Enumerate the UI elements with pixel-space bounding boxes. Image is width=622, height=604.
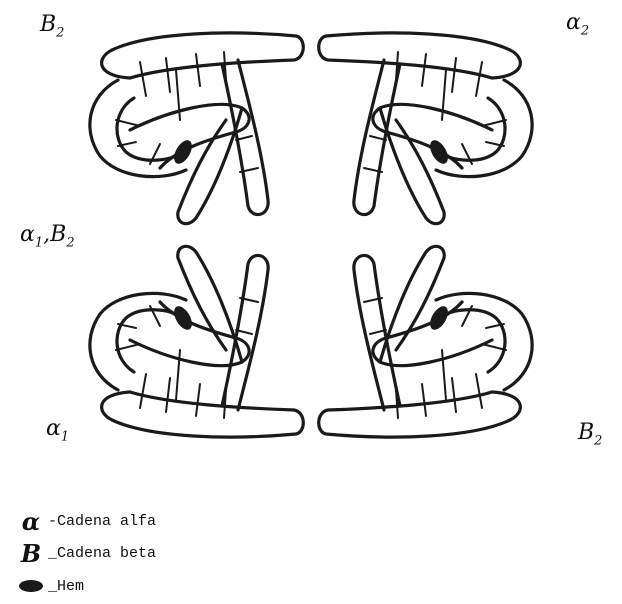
legend-item-heme: _Hem: [14, 575, 84, 597]
beta2-subunit-top-left: [90, 33, 303, 224]
label-alpha1-beta2-interface: α1,B2: [20, 224, 75, 249]
legend-label-beta: _Cadena beta: [48, 545, 156, 562]
legend-item-alpha: α -Cadena alfa: [14, 510, 156, 532]
beta-symbol-icon: B: [14, 539, 48, 568]
label-alpha1-bottom-left: α1: [46, 418, 69, 443]
legend-label-alpha: -Cadena alfa: [48, 513, 156, 530]
alpha2-subunit-top-right: [319, 33, 532, 224]
label-alpha2-top-right: α2: [566, 12, 589, 37]
alpha1-subunit-bottom-left: [90, 246, 303, 437]
alpha-symbol-icon: α: [14, 507, 48, 536]
beta2-subunit-bottom-right: [319, 246, 532, 437]
legend-item-beta: B _Cadena beta: [14, 542, 156, 564]
label-beta2-bottom-right: B2: [578, 422, 602, 447]
legend-label-heme: _Hem: [48, 578, 84, 595]
label-beta2-top-left: B2: [40, 14, 64, 39]
